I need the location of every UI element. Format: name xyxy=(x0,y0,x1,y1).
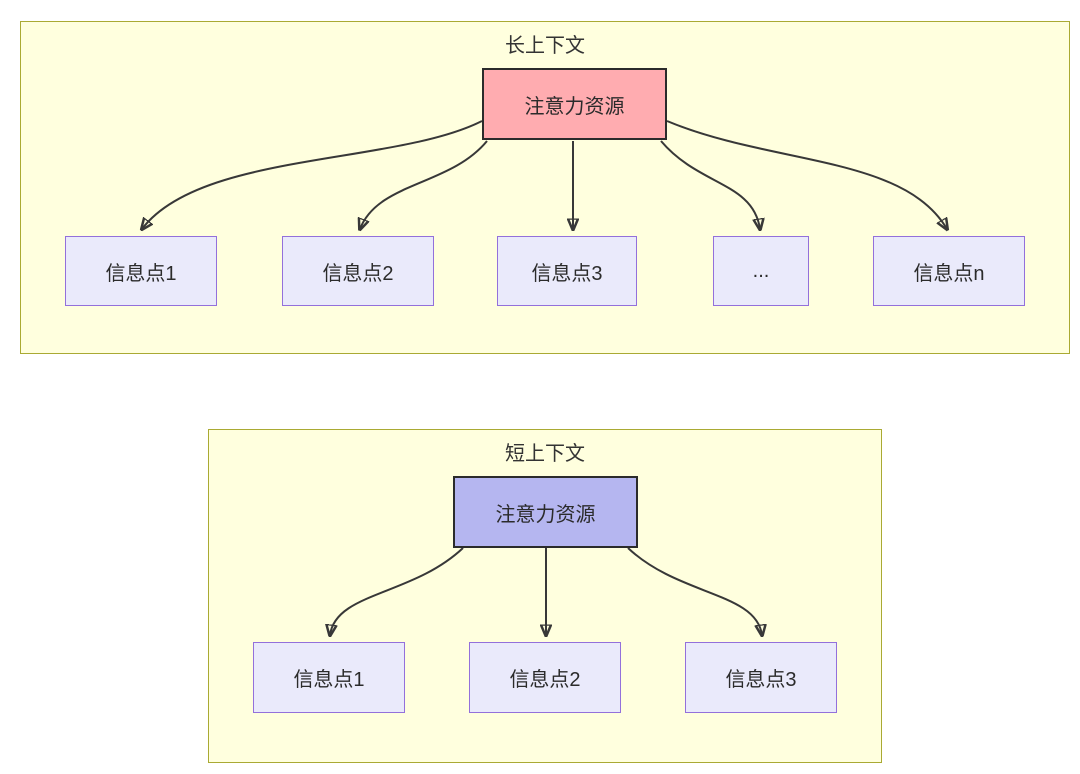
info-node-long-2: 信息点2 xyxy=(282,236,434,306)
info-node-long-3: 信息点3 xyxy=(497,236,637,306)
info-node-long-ellipsis: ... xyxy=(713,236,809,306)
info-node-short-3: 信息点3 xyxy=(685,642,837,713)
info-node-short-2: 信息点2 xyxy=(469,642,621,713)
info-node-long-n: 信息点n xyxy=(873,236,1025,306)
attention-node-long: 注意力资源 xyxy=(482,68,667,140)
info-node-short-1: 信息点1 xyxy=(253,642,405,713)
cluster-short-context-title: 短上下文 xyxy=(505,443,585,465)
attention-node-short: 注意力资源 xyxy=(453,476,638,548)
cluster-long-context-title: 长上下文 xyxy=(505,35,585,57)
info-node-long-1: 信息点1 xyxy=(65,236,217,306)
